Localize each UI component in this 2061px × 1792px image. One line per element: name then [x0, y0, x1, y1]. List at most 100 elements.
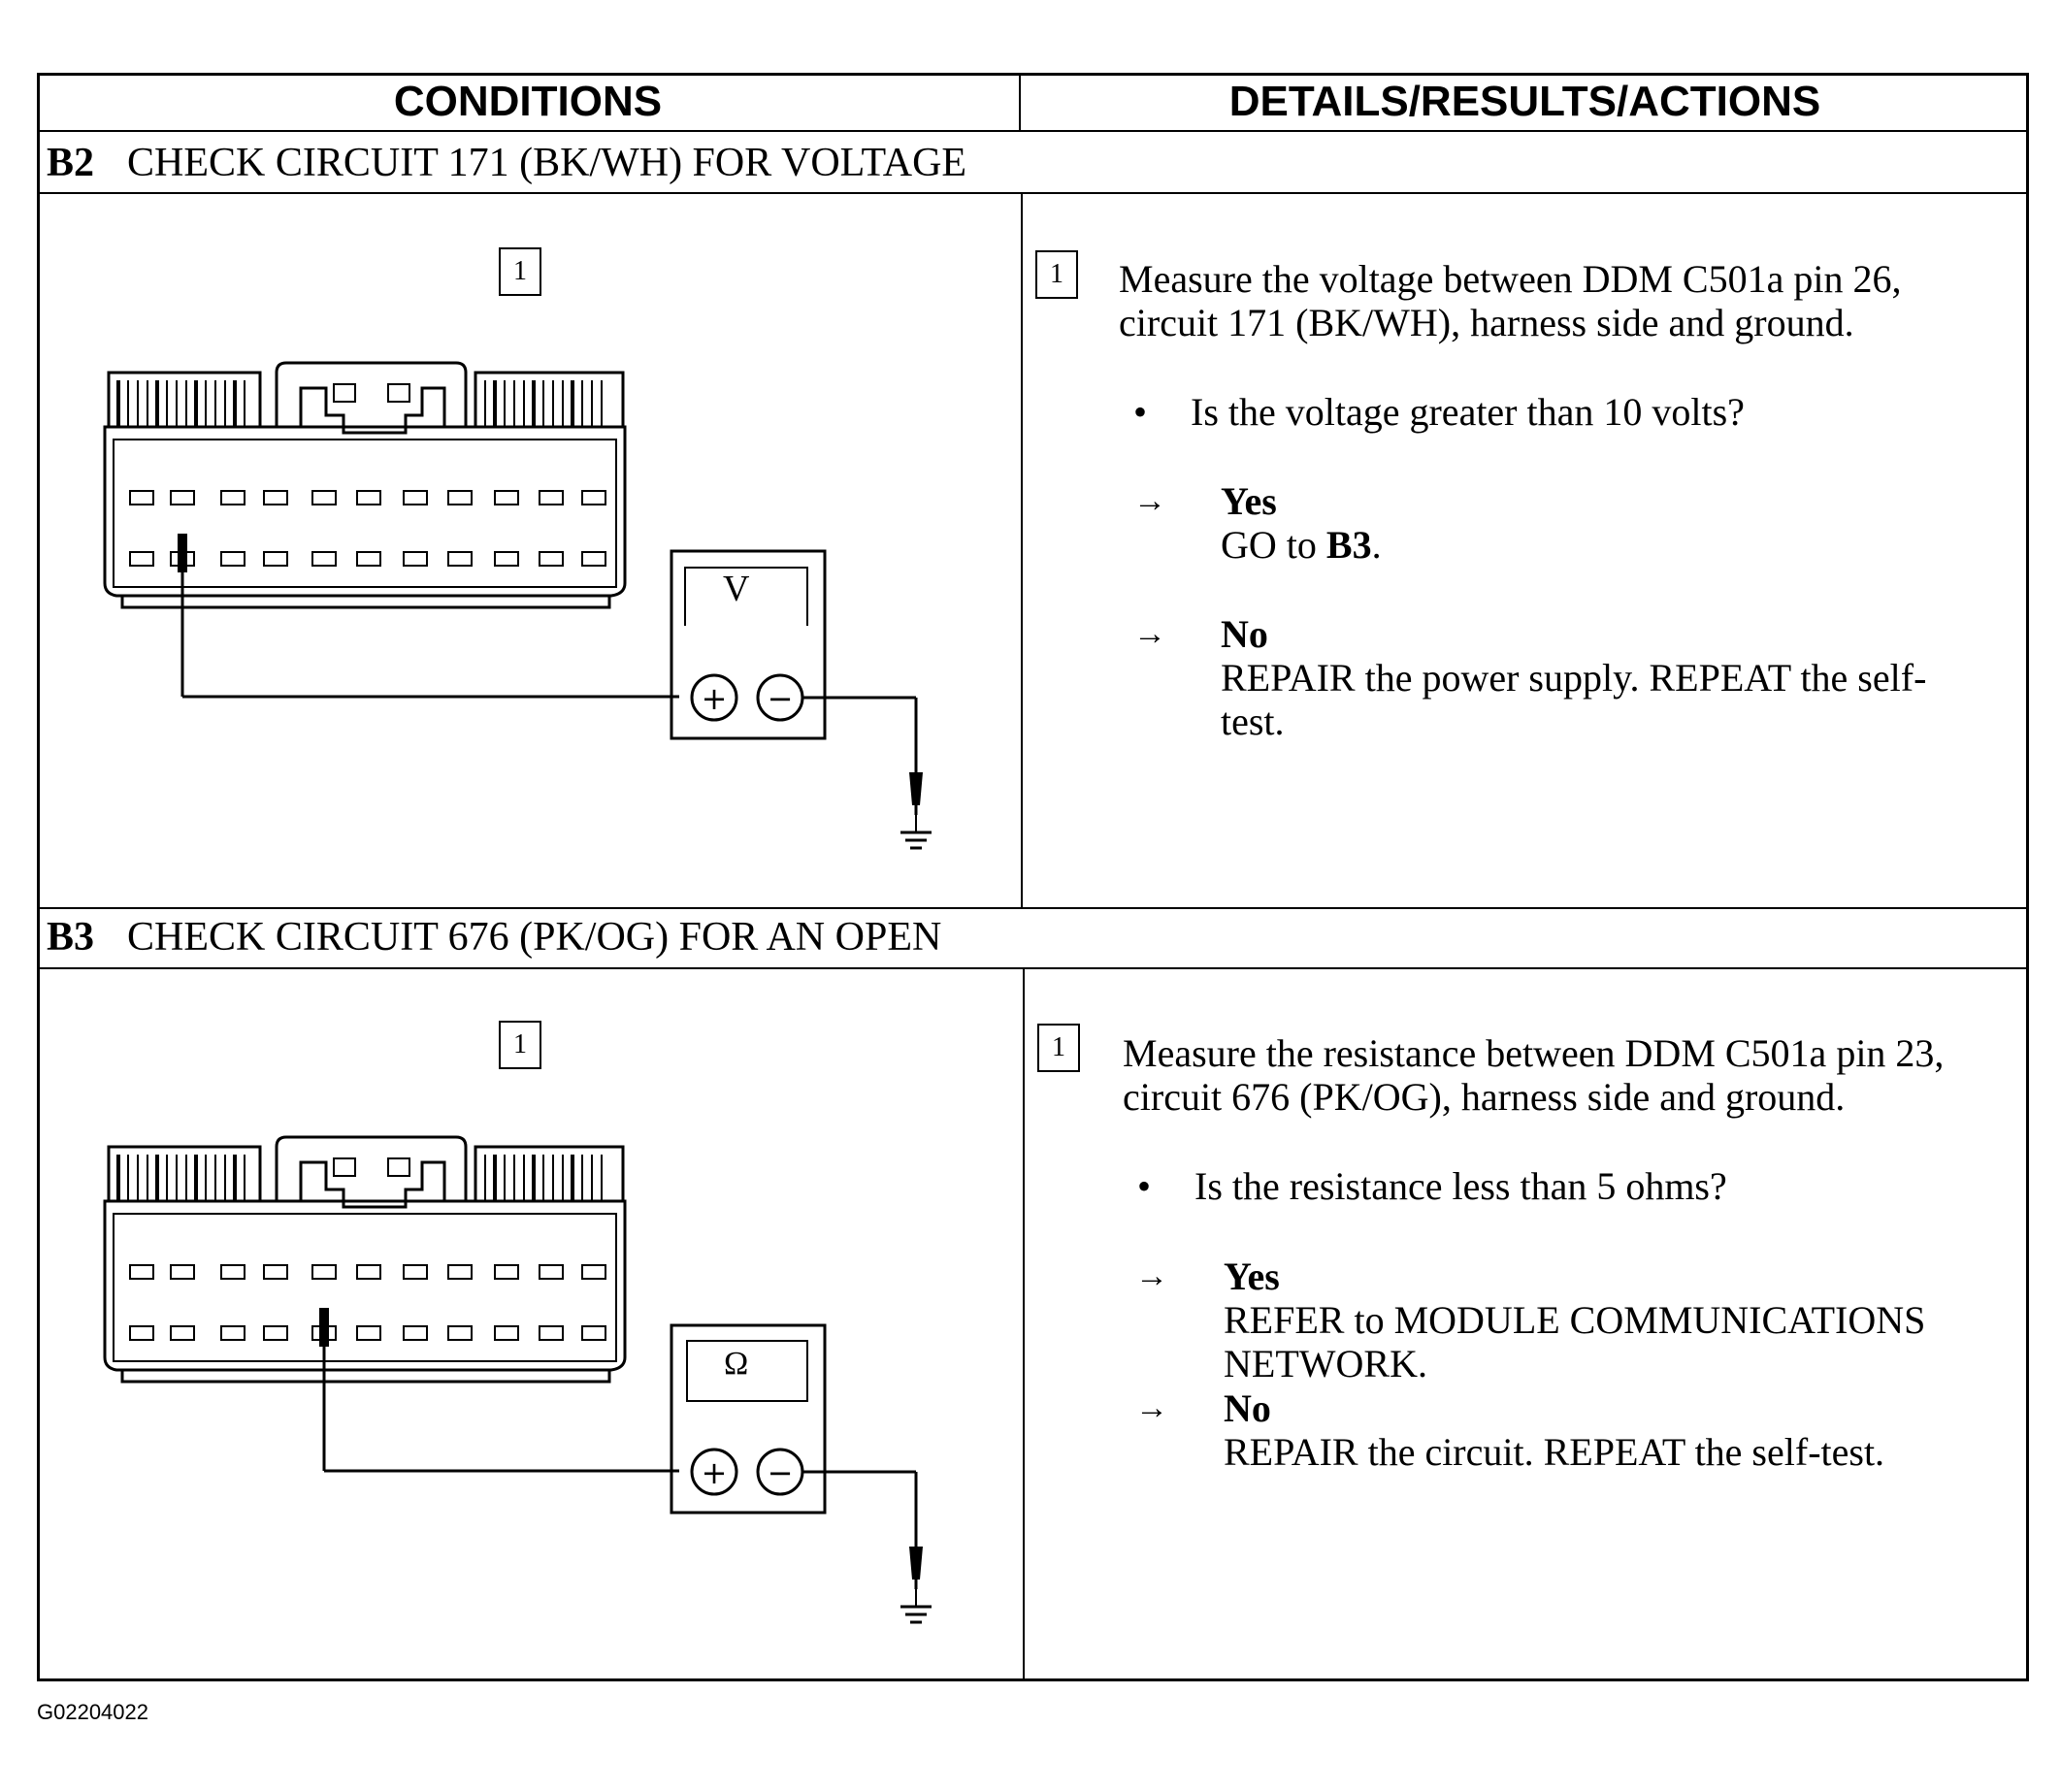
pin-cavity [220, 1264, 245, 1280]
figure-code: G02204022 [37, 1700, 148, 1724]
b2-yes-target: B3 [1325, 523, 1372, 567]
pin-cavity [129, 551, 154, 567]
connector-lock-tab [275, 1135, 468, 1209]
meter-minus-sign: − [768, 1454, 794, 1491]
b3-instruction: Measure the resistance between DDM C501a… [1123, 1031, 1945, 1119]
pin-cavity [447, 551, 473, 567]
meter-plus-terminal [690, 1448, 738, 1496]
b3-no-label: No [1224, 1386, 1271, 1430]
connector-right-latch [474, 371, 625, 429]
connector-base [120, 1370, 611, 1384]
meter-body [670, 1323, 827, 1515]
lock-detail [333, 1157, 356, 1177]
b3-yes-action: REFER to MODULE COMMUNICATIONS NETWORK. [1224, 1298, 1926, 1385]
b2-question: Is the voltage greater than 10 volts? [1191, 390, 1745, 434]
b2-bullet: • [1133, 390, 1148, 434]
b3-yes-label: Yes [1224, 1254, 1280, 1298]
connector-left-latch [107, 371, 262, 429]
pin-cavity [447, 1325, 473, 1341]
connector-face [113, 439, 617, 588]
pin-cavity [581, 1264, 606, 1280]
header-divider [37, 130, 2029, 132]
connector-right-latch [474, 1145, 625, 1203]
pin-cavity [403, 1264, 428, 1280]
b3-no-arrow: → [1135, 1390, 1168, 1426]
b3-no-block: No REPAIR the circuit. REPEAT the self-t… [1224, 1386, 2010, 1474]
lock-detail [387, 383, 410, 403]
ground-clip [909, 1547, 923, 1580]
pin-cavity [311, 1264, 337, 1280]
b3-step-id: B3 [47, 915, 95, 960]
b2-step-title: CHECK CIRCUIT 171 (BK/WH) FOR VOLTAGE [127, 141, 967, 185]
pin-cavity [356, 490, 381, 505]
b3-connector-figure: +− [103, 1135, 932, 1624]
meter-minus-sign: − [768, 680, 794, 717]
b2-b3-divider [37, 907, 2029, 909]
pin-cavity [129, 1264, 154, 1280]
b2-yes-action: GO to B3. [1221, 523, 1382, 567]
pin-cavity [581, 551, 606, 567]
pin-cavity [447, 490, 473, 505]
b2-no-arrow: → [1133, 616, 1166, 652]
header-column-divider [1019, 73, 1021, 131]
pin-cavity [170, 1325, 195, 1341]
b2-yes-arrow: → [1133, 483, 1166, 519]
pin-cavity [170, 1264, 195, 1280]
pin-cavity [263, 1264, 288, 1280]
b2-title-row: B2 CHECK CIRCUIT 171 (BK/WH) FOR VOLTAGE [47, 136, 966, 190]
b3-question: Is the resistance less than 5 ohms? [1194, 1164, 1727, 1208]
pin-cavity [220, 551, 245, 567]
b2-step-id: B2 [47, 141, 95, 185]
b2-details-step-box: 1 [1035, 250, 1078, 299]
pin-cavity [356, 1264, 381, 1280]
b3-no-action: REPAIR the circuit. REPEAT the self-test… [1224, 1430, 1885, 1474]
pin-cavity [263, 551, 288, 567]
pin-cavity [539, 490, 564, 505]
pin-cavity [447, 1264, 473, 1280]
b3-condition-step-box: 1 [499, 1021, 541, 1069]
b3-title-divider [37, 967, 2029, 969]
pin-cavity [494, 1325, 519, 1341]
header-details: DETAILS/RESULTS/ACTIONS [1228, 78, 1821, 125]
connector-face [113, 1213, 617, 1362]
pin-cavity [220, 490, 245, 505]
b2-no-label: No [1221, 612, 1268, 656]
b3-details-step-box: 1 [1037, 1024, 1080, 1072]
pin-cavity [311, 490, 337, 505]
b3-column-divider [1023, 967, 1025, 1681]
pin-cavity [403, 551, 428, 567]
procedure-table [37, 73, 2029, 1681]
b2-instruction: Measure the voltage between DDM C501a pi… [1119, 257, 1902, 344]
pin-cavity [539, 551, 564, 567]
pin-cavity [494, 490, 519, 505]
connector-lock-tab [275, 361, 468, 435]
pin-cavity [170, 490, 195, 505]
meter-plus-terminal [690, 673, 738, 722]
pin-cavity [494, 1264, 519, 1280]
connector-body [103, 1199, 627, 1372]
pin-cavity [581, 490, 606, 505]
b2-yes-block: Yes GO to B3. [1221, 479, 1997, 567]
b2-meter-symbol: V [723, 569, 750, 609]
lock-detail [387, 1157, 410, 1177]
pin-cavity [356, 1325, 381, 1341]
connector-left-latch [107, 1145, 262, 1203]
connector-body [103, 425, 627, 598]
pin-cavity [403, 1325, 428, 1341]
connector-base [120, 596, 611, 609]
meter-display [684, 567, 808, 626]
b3-title-row: B3 CHECK CIRCUIT 676 (PK/OG) FOR AN OPEN [47, 910, 941, 964]
b3-yes-arrow: → [1135, 1258, 1168, 1294]
header-conditions: CONDITIONS [393, 78, 663, 125]
pin-cavity [129, 490, 154, 505]
b3-step-title: CHECK CIRCUIT 676 (PK/OG) FOR AN OPEN [127, 915, 942, 960]
b2-column-divider [1021, 192, 1023, 907]
meter-display [686, 1340, 808, 1402]
pin-cavity [129, 1325, 154, 1341]
b3-bullet: • [1137, 1164, 1152, 1208]
b2-condition-step-box: 1 [499, 247, 541, 296]
pin-cavity [539, 1264, 564, 1280]
meter-plus-sign: + [702, 680, 728, 717]
b2-no-block: No REPAIR the power supply. REPEAT the s… [1221, 612, 1958, 743]
